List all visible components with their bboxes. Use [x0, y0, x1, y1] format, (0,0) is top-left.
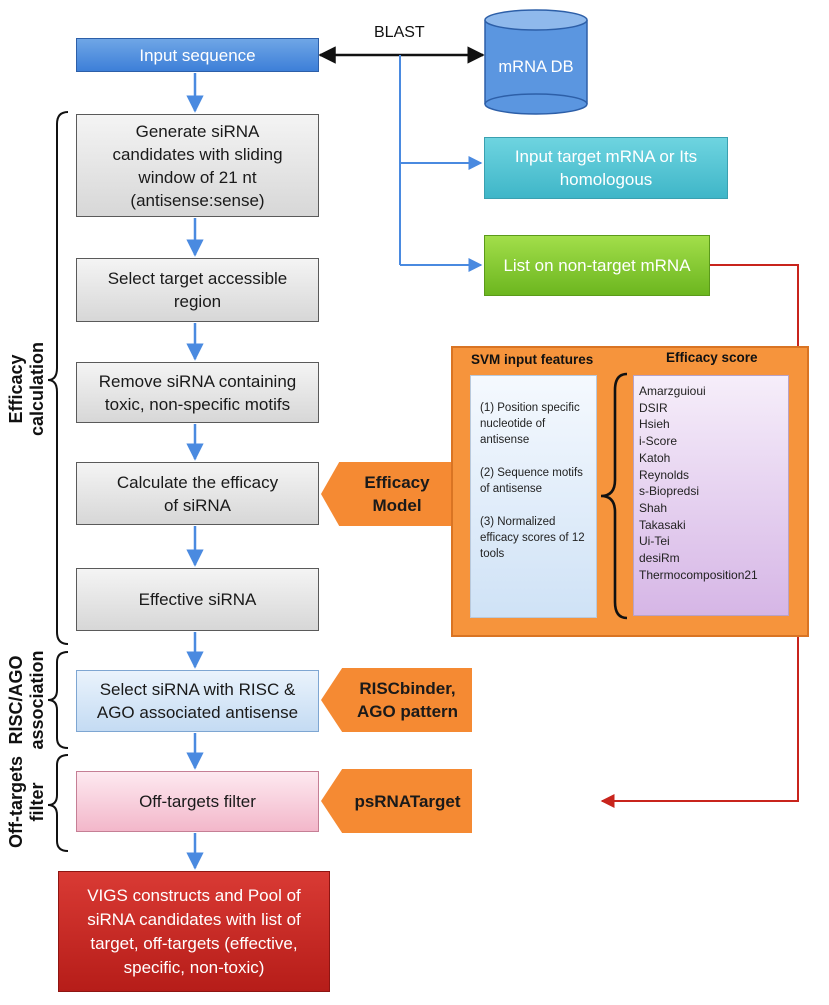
- blast-label: BLAST: [374, 24, 425, 41]
- accessible-region-box: Select target accessible region: [76, 258, 319, 322]
- efficacy-score-box: Amarzguioui DSIR Hsieh i-Score Katoh Rey…: [633, 375, 789, 616]
- score-item: Hsieh: [639, 417, 670, 432]
- svm-model-panel: SVM input features Efficacy score (1) Po…: [451, 346, 809, 637]
- score-item: Thermocomposition21: [639, 567, 758, 582]
- risc-ago-box: Select siRNA with RISC & AGO associated …: [76, 670, 319, 732]
- offtarget-bracket: [47, 754, 69, 852]
- efficacy-model-pentagon: Efficacy Model: [321, 462, 451, 526]
- output-box: VIGS constructs and Pool of siRNA candid…: [58, 871, 330, 992]
- riscbinder-pentagon: RISCbinder, AGO pattern: [321, 668, 472, 732]
- generate-candidates-box: Generate siRNA candidates with sliding w…: [76, 114, 319, 217]
- input-sequence-box: Input sequence: [76, 38, 319, 72]
- feature-item: (1) Position specific nucleotide of anti…: [480, 402, 580, 446]
- calculate-efficacy-box: Calculate the efficacy of siRNA: [76, 462, 319, 525]
- offtarget-filter-box: Off-targets filter: [76, 771, 319, 832]
- score-item: s-Biopredsi: [639, 484, 700, 499]
- score-item: Shah: [639, 500, 668, 515]
- score-item: i-Score: [639, 434, 678, 449]
- feature-item: (3) Normalized efficacy scores of 12 too…: [480, 516, 585, 560]
- effective-sirna-box: Effective siRNA: [76, 568, 319, 631]
- score-item: Ui-Tei: [639, 534, 670, 549]
- efficacy-section-label: Efficacy calculation: [6, 341, 47, 437]
- risc-section-label: RISC/AGO association: [6, 650, 47, 750]
- score-item: desiRm: [639, 551, 680, 566]
- offtarget-section-label: Off-targets filter: [6, 756, 47, 849]
- efficacy-bracket: [47, 111, 69, 645]
- database-cylinder-icon: [484, 9, 588, 115]
- score-item: Katoh: [639, 450, 671, 465]
- risc-bracket: [47, 651, 69, 749]
- svm-features-box: (1) Position specific nucleotide of anti…: [470, 375, 597, 618]
- database-label: mRNA DB: [498, 58, 574, 76]
- target-mrna-box: Input target mRNA or Its homologous: [484, 137, 728, 199]
- nontarget-mrna-box: List on non-target mRNA: [484, 235, 710, 296]
- score-item: DSIR: [639, 400, 668, 415]
- curly-brace-icon: [600, 372, 628, 620]
- svm-features-title: SVM input features: [471, 352, 594, 367]
- score-item: Amarzguioui: [639, 384, 706, 398]
- score-item: Takasaki: [639, 517, 686, 532]
- feature-item: (2) Sequence motifs of antisense: [480, 467, 583, 495]
- score-item: Reynolds: [639, 467, 690, 482]
- efficacy-score-title: Efficacy score: [666, 350, 758, 365]
- psrnatarget-pentagon: psRNATarget: [321, 769, 472, 833]
- remove-toxic-box: Remove siRNA containing toxic, non-speci…: [76, 362, 319, 423]
